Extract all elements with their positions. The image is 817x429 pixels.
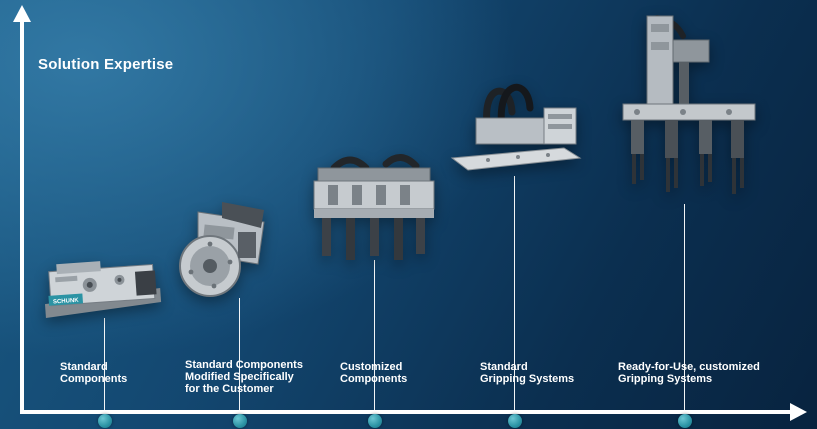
product-image-ready-for-use-system (605, 12, 765, 207)
label-line: for the Customer (185, 383, 274, 395)
label-line: Standard Components (185, 359, 303, 371)
product-image-customized-components (306, 148, 441, 263)
label-line: Components (60, 373, 128, 385)
label-line: Gripping Systems (618, 373, 713, 385)
item-label: Standard Gripping Systems (480, 361, 574, 385)
item-label: Standard Components (60, 361, 127, 385)
label-line: Modified Specifically (185, 371, 294, 383)
axis-dot (233, 414, 247, 428)
axis-dot (678, 414, 692, 428)
up-arrow-icon (13, 5, 31, 22)
item-label: Customized Components (340, 361, 407, 385)
gripper-fingers (631, 120, 744, 194)
label-line: Standard (60, 361, 108, 373)
right-arrow-icon (790, 403, 807, 421)
connector-line (684, 204, 685, 414)
label-line: Ready-for-Use, customized (618, 361, 760, 373)
axis-dot (508, 414, 522, 428)
item-label: Ready-for-Use, customized Gripping Syste… (618, 361, 760, 385)
multi-gripper-assembly-illustration (313, 154, 435, 260)
label-line: Customized (340, 361, 403, 373)
product-image-standard-gripping-system (448, 70, 583, 180)
gripping-system-illustration (450, 83, 582, 171)
label-line: Standard (480, 361, 528, 373)
label-line: Components (340, 373, 408, 385)
label-line: Gripping Systems (480, 373, 575, 385)
connector-line (514, 176, 515, 414)
connector-line (239, 298, 240, 414)
page-title: Solution Expertise (38, 56, 174, 73)
connector-line (374, 260, 375, 414)
product-image-standard-components: SCHUNK (38, 248, 168, 323)
gripper-module-illustration: SCHUNK (44, 261, 162, 319)
y-axis-line (20, 20, 24, 414)
complete-gripping-system-illustration (622, 15, 756, 194)
x-axis-line (20, 410, 792, 414)
item-label: Standard Components Modified Specificall… (185, 359, 303, 395)
axis-dot (368, 414, 382, 428)
product-image-modified-components (168, 192, 283, 302)
connector-line (104, 318, 105, 414)
swivel-gripper-illustration (179, 202, 265, 297)
brand-label: SCHUNK (53, 298, 80, 306)
axis-dot (98, 414, 112, 428)
